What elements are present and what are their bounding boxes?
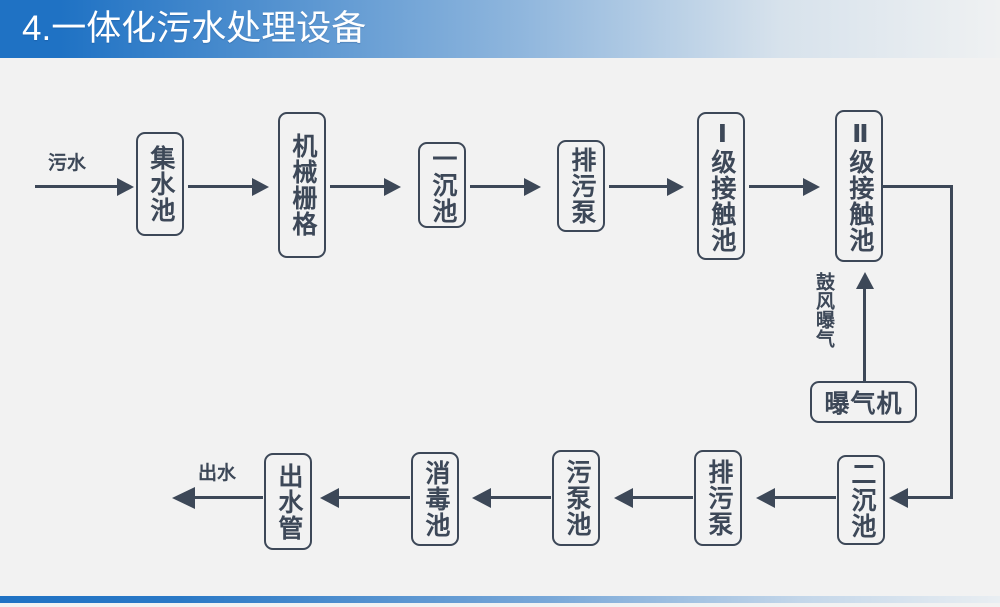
connector-contact1-to-contact2 <box>749 185 807 188</box>
connector-pump-to-contact1 <box>609 185 671 188</box>
connector-right-to-secondary-settle <box>908 496 953 499</box>
arrow-pump-to-contact1 <box>667 178 684 196</box>
connector-right-down <box>950 185 953 498</box>
node-primary-settle-label: 一沉池 <box>428 146 457 224</box>
connector-contact2-right <box>883 185 953 188</box>
arrow-aerator-to-contact2 <box>856 272 874 289</box>
node-aerator[interactable]: 曝气机 <box>810 381 917 423</box>
arrow-pump-to-sludge-tank <box>614 488 633 508</box>
page-title: 4.一体化污水处理设备 <box>22 9 367 48</box>
connector-pump-to-sludge-tank <box>632 496 693 499</box>
node-collect-tank[interactable]: 集水池 <box>136 132 184 236</box>
connector-secondary-settle-to-pump <box>774 496 836 499</box>
node-sewage-pump-top[interactable]: 排污泵 <box>557 140 605 232</box>
node-collect-tank-label: 集水池 <box>146 145 175 223</box>
arrow-secondary-settle-to-pump <box>756 488 775 508</box>
node-disinfection-tank-label: 消毒池 <box>421 460 450 538</box>
connector-sludge-tank-to-disinfection <box>490 496 551 499</box>
node-outlet-pipe-label: 出水管 <box>274 462 303 541</box>
connector-collect-to-grille <box>188 185 256 188</box>
node-contact-tank-1[interactable]: Ⅰ级接触池 <box>697 112 745 260</box>
node-contact-tank-1-label: Ⅰ级接触池 <box>707 119 736 253</box>
node-disinfection-tank[interactable]: 消毒池 <box>411 452 459 546</box>
arrow-right-to-secondary-settle <box>889 488 908 508</box>
arrow-disinfection-to-outlet-pipe <box>320 488 339 508</box>
outlet-label: 出水 <box>198 463 237 484</box>
inlet-label: 污水 <box>48 153 87 174</box>
node-contact-tank-2[interactable]: Ⅱ级接触池 <box>835 110 883 262</box>
node-sludge-pump-tank[interactable]: 污泵池 <box>552 450 600 546</box>
connector-primary-settle-to-pump <box>470 185 528 188</box>
node-sewage-pump-top-label: 排污泵 <box>567 147 596 225</box>
arrow-inlet-to-collect-tank <box>117 178 134 196</box>
arrow-primary-settle-to-pump <box>524 178 541 196</box>
connector-outlet-line <box>194 496 263 499</box>
connector-disinfection-to-outlet-pipe <box>338 496 410 499</box>
arrow-contact1-to-contact2 <box>803 178 820 196</box>
arrow-grille-to-primary-settle <box>384 178 401 196</box>
footer-bar <box>0 596 1000 603</box>
node-mech-grille-label: 机械栅格 <box>288 133 317 237</box>
connector-aerator-up-line <box>863 288 866 381</box>
arrow-sludge-tank-to-disinfection <box>472 488 491 508</box>
node-mech-grille[interactable]: 机械栅格 <box>278 112 326 258</box>
connector-grille-to-primary-settle <box>330 185 388 188</box>
node-primary-settle[interactable]: 一沉池 <box>418 142 466 228</box>
node-sewage-pump-bottom[interactable]: 排污泵 <box>694 450 742 546</box>
arrow-collect-to-grille <box>252 178 269 196</box>
node-aerator-label: 曝气机 <box>824 390 903 418</box>
node-sludge-pump-tank-label: 污泵池 <box>562 459 591 537</box>
node-sewage-pump-bottom-label: 排污泵 <box>704 459 733 537</box>
title-bar: 4.一体化污水处理设备 <box>0 0 1000 58</box>
aeration-label: 鼓风曝气 <box>813 272 834 348</box>
node-secondary-settle-label: 二沉池 <box>847 461 876 539</box>
arrow-outlet <box>172 487 195 509</box>
connector-inlet-line <box>35 185 121 188</box>
node-outlet-pipe[interactable]: 出水管 <box>264 453 312 550</box>
node-contact-tank-2-label: Ⅱ级接触池 <box>845 119 874 253</box>
node-secondary-settle[interactable]: 二沉池 <box>837 455 885 545</box>
